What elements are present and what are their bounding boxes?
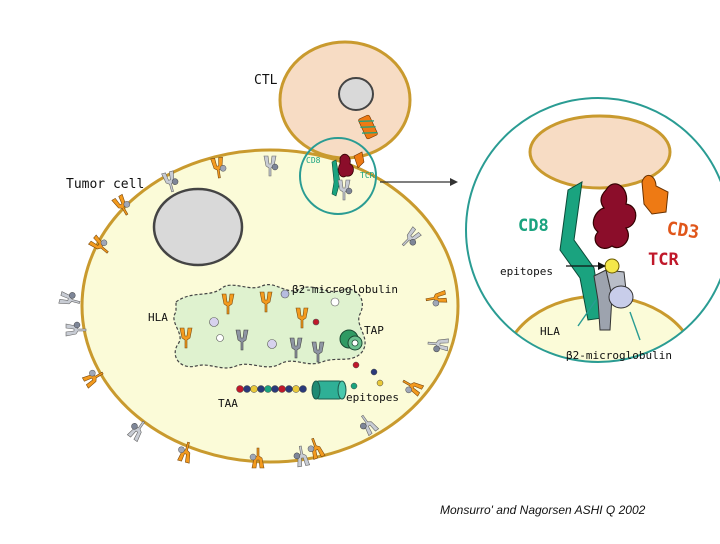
epitope-pointer-head — [598, 262, 606, 270]
label-taa: TAA — [218, 397, 238, 410]
label-hla-right: HLA — [540, 325, 560, 338]
zoom-arrow-head — [450, 178, 458, 186]
taa-peptide-chain — [236, 385, 307, 393]
zoom-cd3 — [641, 174, 669, 215]
small-interface-molecules — [331, 114, 378, 201]
label-b2m-right: β2-microglobulin — [566, 349, 672, 362]
credit-text: Monsurro' and Nagorsen ASHI Q 2002 — [440, 503, 646, 517]
ctl-nucleus — [338, 77, 374, 111]
tumor-nucleus — [152, 187, 244, 267]
label-b2m-left: β2-microglobulin — [292, 283, 398, 296]
zoom-circle-content — [466, 98, 720, 362]
endoplasmic-reticulum — [173, 284, 366, 369]
label-epitopes-right: epitopes — [500, 265, 553, 278]
label-hla-left: HLA — [148, 311, 168, 324]
zoom-circle-small — [299, 137, 377, 215]
tap-transporter — [339, 329, 363, 351]
free-epitopes — [350, 361, 384, 390]
label-tap: TAP — [364, 324, 384, 337]
zoom-circle-large — [465, 97, 720, 363]
b2m-pointer — [629, 311, 641, 341]
label-cd8-big: CD8 — [518, 216, 549, 236]
label-epitopes-left: epitopes — [346, 391, 399, 404]
er-b2m-dots — [209, 289, 340, 349]
hla-pointer — [577, 299, 597, 327]
proteasome — [311, 380, 347, 400]
zoom-hla — [593, 258, 634, 331]
label-tcr-big: TCR — [648, 250, 679, 270]
label-tcr-small: TCR — [360, 171, 375, 180]
label-cd3-big: CD3 — [665, 218, 701, 244]
label-ctl: CTL — [254, 73, 278, 88]
label-cd8-small: CD8 — [306, 156, 321, 165]
zoom-tcr — [592, 183, 637, 249]
label-tumor-cell: Tumor cell — [66, 177, 145, 192]
